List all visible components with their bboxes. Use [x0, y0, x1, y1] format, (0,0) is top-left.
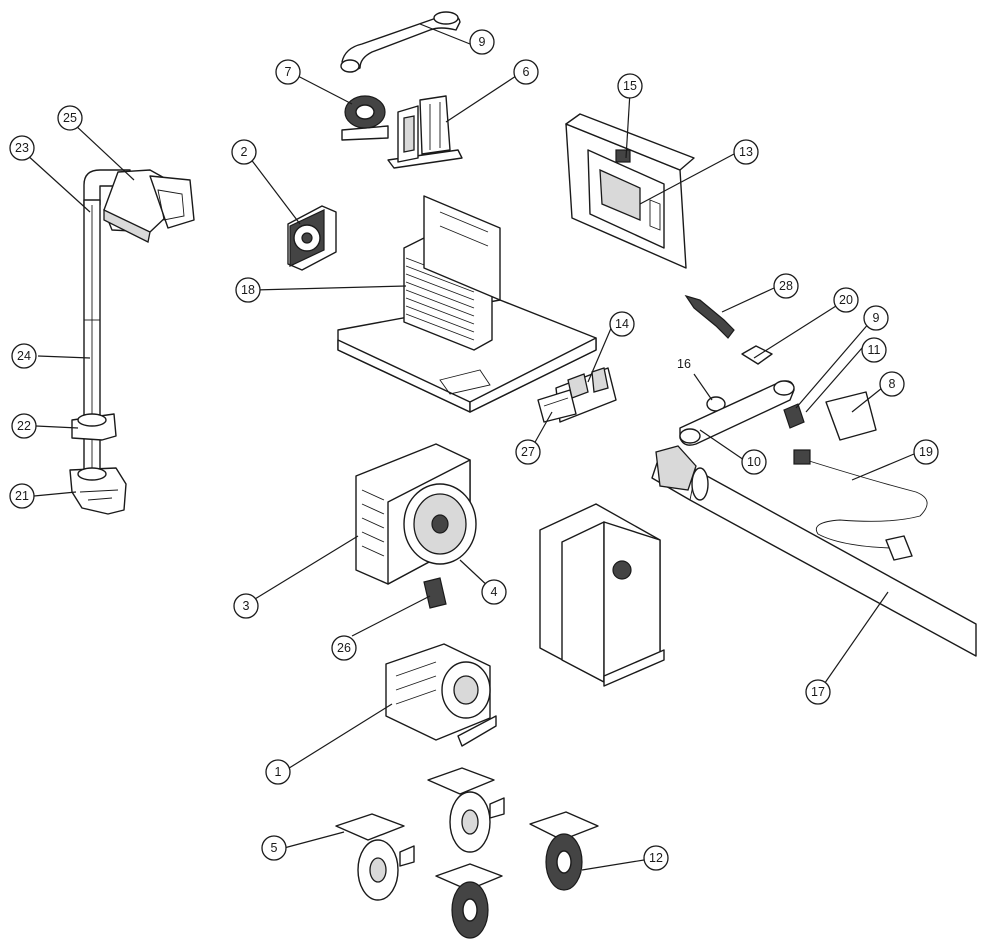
- callout-label-18: 18: [241, 283, 255, 297]
- callout-label-14: 14: [615, 317, 629, 331]
- callout-label-1: 1: [275, 765, 282, 779]
- handle-lower: [679, 380, 795, 446]
- callout-18: 18: [235, 277, 261, 303]
- small-fan: [287, 205, 337, 271]
- callout-label-12: 12: [649, 851, 663, 865]
- toroid-inductor: [341, 95, 389, 141]
- caster-12: [529, 811, 599, 891]
- caster-5: [335, 813, 415, 901]
- callout-12: 12: [643, 845, 669, 871]
- callout-21: 21: [9, 483, 35, 509]
- callout-label-23: 23: [15, 141, 29, 155]
- pump-housing: [539, 503, 665, 687]
- callout-27: 27: [515, 439, 541, 465]
- callout-label-9-right: 9: [873, 311, 880, 325]
- callout-22: 22: [11, 413, 37, 439]
- callout-16: 16: [677, 357, 691, 371]
- callout-19: 19: [913, 439, 939, 465]
- callout-label-4: 4: [491, 585, 498, 599]
- callout-20: 20: [833, 287, 859, 313]
- callout-26: 26: [331, 635, 357, 661]
- callout-label-6: 6: [523, 65, 530, 79]
- callout-2: 2: [231, 139, 257, 165]
- leader-lines: [25, 23, 915, 871]
- pcb-module: [537, 367, 617, 423]
- callout-3: 3: [233, 593, 259, 619]
- connector: [423, 577, 447, 609]
- stand-pole-assembly: [69, 169, 195, 515]
- callout-label-22: 22: [17, 419, 31, 433]
- callout-label-15: 15: [623, 79, 637, 93]
- callout-label-13: 13: [739, 145, 753, 159]
- callout-label-17: 17: [811, 685, 825, 699]
- switch: [783, 403, 805, 429]
- callout-8: 8: [879, 371, 905, 397]
- caster-fixed: [435, 863, 503, 939]
- callout-1: 1: [265, 759, 291, 785]
- handle-top: [340, 11, 461, 73]
- callout-label-27: 27: [521, 445, 535, 459]
- power-cord: [793, 449, 928, 561]
- callout-5: 5: [261, 835, 287, 861]
- callout-10: 10: [741, 449, 767, 475]
- callout-4: 4: [481, 579, 507, 605]
- callout-label-3: 3: [243, 599, 250, 613]
- callout-23: 23: [9, 135, 35, 161]
- callout-24: 24: [11, 343, 37, 369]
- label-plate: [825, 391, 877, 441]
- callouts: 1 2 3 4 5 6 7 8 9 9 10 11 12 13 14 15 16…: [9, 29, 939, 871]
- callout-label-8: 8: [889, 377, 896, 391]
- callout-label-7: 7: [285, 65, 292, 79]
- motor: [385, 643, 497, 747]
- callout-25: 25: [57, 105, 83, 131]
- callout-label-24: 24: [17, 349, 31, 363]
- caster-braked: [427, 767, 505, 853]
- small-board: [741, 345, 773, 365]
- callout-label-25: 25: [63, 111, 77, 125]
- callout-label-26: 26: [337, 641, 351, 655]
- callout-14: 14: [609, 311, 635, 337]
- callout-label-19: 19: [919, 445, 933, 459]
- callout-label-20: 20: [839, 293, 853, 307]
- callout-label-2: 2: [241, 145, 248, 159]
- callout-label-5: 5: [271, 841, 278, 855]
- callout-label-21: 21: [15, 489, 29, 503]
- heat-exchanger-fan: [355, 443, 477, 585]
- callout-label-28: 28: [779, 279, 793, 293]
- control-box: [565, 113, 695, 269]
- callout-label-11: 11: [868, 343, 881, 357]
- callout-label-16: 16: [677, 357, 691, 371]
- callout-7: 7: [275, 59, 301, 85]
- callout-11: 11: [861, 337, 887, 363]
- callout-6: 6: [513, 59, 539, 85]
- callout-label-10: 10: [747, 455, 761, 469]
- callout-label-9-top: 9: [479, 35, 486, 49]
- callout-17: 17: [805, 679, 831, 705]
- callout-9-right: 9: [863, 305, 889, 331]
- long-tube: [651, 445, 977, 657]
- callout-13: 13: [733, 139, 759, 165]
- transformer: [387, 95, 463, 169]
- base-plate-heatsink: [337, 195, 597, 413]
- callout-28: 28: [773, 273, 799, 299]
- cable-harness: [684, 294, 735, 339]
- callout-9-top: 9: [469, 29, 495, 55]
- callout-15: 15: [617, 73, 643, 99]
